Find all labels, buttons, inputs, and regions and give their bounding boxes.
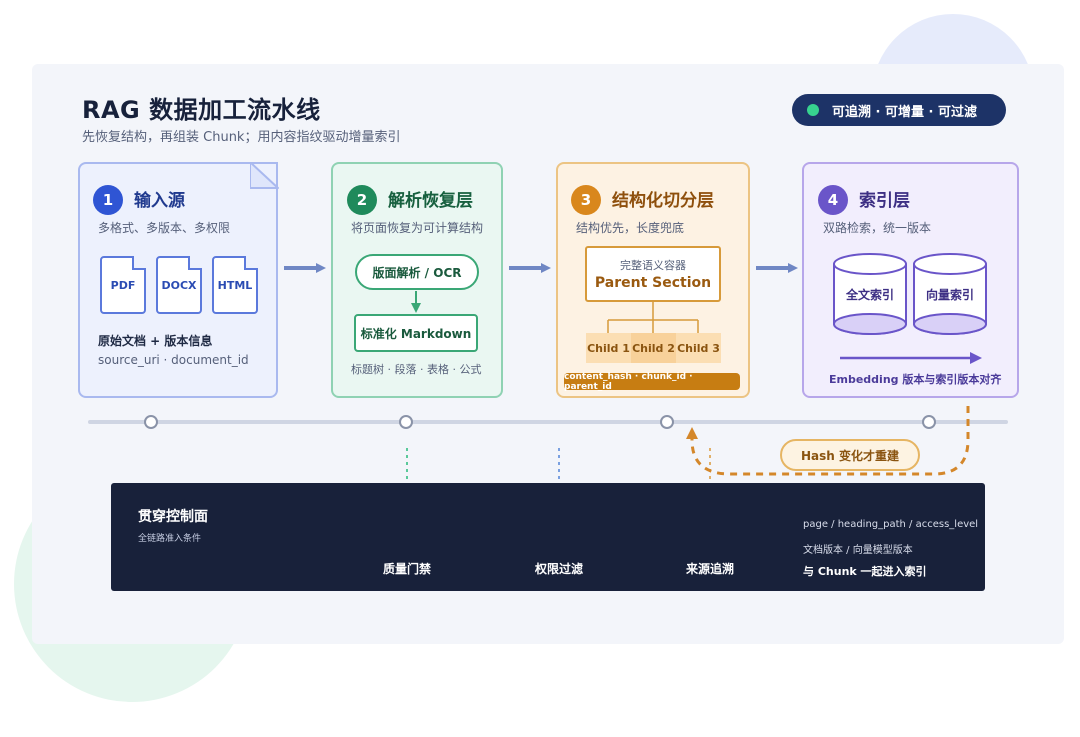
stage-3-number: 3 xyxy=(571,185,601,215)
stage-1-number: 1 xyxy=(93,185,123,215)
vector-index-label: 向量索引 xyxy=(926,288,975,302)
vector-index-cylinder-icon xyxy=(913,253,987,335)
docx-file-icon: DOCX xyxy=(156,256,202,314)
pdf-file-icon: PDF xyxy=(100,256,146,314)
feature-badge: 可追溯 · 可增量 · 可过滤 xyxy=(792,94,1006,126)
quality-gate-label: 质量门禁 xyxy=(382,562,431,576)
control-plane-panel xyxy=(111,483,985,591)
stage-3-desc: 结构优先，长度兜底 xyxy=(576,221,685,235)
stage-2-desc: 将页面恢复为可计算结构 xyxy=(351,221,484,235)
layout-ocr-step: 版面解析 / OCR xyxy=(355,254,479,290)
status-dot-icon xyxy=(807,104,819,116)
stage-4-title: 索引层 xyxy=(859,191,910,211)
control-note-1: page / heading_path / access_level xyxy=(803,519,979,530)
fulltext-index-cylinder-icon xyxy=(833,253,907,335)
timeline-node-2 xyxy=(399,415,413,429)
child-chunk-2: Child 2 xyxy=(631,333,676,363)
stage-1-title: 输入源 xyxy=(134,191,185,211)
source-trace-label: 来源追溯 xyxy=(685,562,734,576)
stage-1-desc: 多格式、多版本、多权限 xyxy=(98,221,231,235)
stage-1-meta-title: 原始文档 + 版本信息 xyxy=(98,334,213,348)
html-file-icon: HTML xyxy=(212,256,258,314)
control-plane-subtitle: 全链路准入条件 xyxy=(138,534,202,544)
stage-4-desc: 双路检索，统一版本 xyxy=(823,221,932,235)
page-subtitle: 先恢复结构，再组装 Chunk；用内容指纹驱动增量索引 xyxy=(82,130,401,145)
timeline-node-3 xyxy=(660,415,674,429)
stage-1-meta-fields: source_uri · document_id xyxy=(98,353,249,367)
stage-4-footer: Embedding 版本与索引版本对齐 xyxy=(829,373,1002,386)
hash-rebuild-note: Hash 变化才重建 xyxy=(780,439,920,471)
control-note-3: 与 Chunk 一起进入索引 xyxy=(803,565,927,578)
control-plane-title: 贯穿控制面 xyxy=(138,509,208,525)
fulltext-index-label: 全文索引 xyxy=(846,288,895,302)
parent-section-box: 完整语义容器 Parent Section xyxy=(585,246,721,302)
chunk-id-bar: content_hash · chunk_id · parent_id xyxy=(564,372,740,392)
parent-section-label: Parent Section xyxy=(594,275,712,291)
child-chunk-1: Child 1 xyxy=(586,333,631,363)
page-title: RAG 数据加工流水线 xyxy=(82,96,321,124)
page-fold-icon xyxy=(250,162,279,189)
markdown-step: 标准化 Markdown xyxy=(354,314,478,352)
stage-2-tags: 标题树 · 段落 · 表格 · 公式 xyxy=(351,363,482,376)
timeline-node-4 xyxy=(922,415,936,429)
parent-section-caption: 完整语义容器 xyxy=(620,259,686,272)
timeline-node-1 xyxy=(144,415,158,429)
child-chunk-3: Child 3 xyxy=(676,333,721,363)
feature-badge-label: 可追溯 · 可增量 · 可过滤 xyxy=(832,104,977,120)
stage-2-number: 2 xyxy=(347,185,377,215)
stage-4-number: 4 xyxy=(818,185,848,215)
permission-filter-label: 权限过滤 xyxy=(534,562,583,576)
stage-3-title: 结构化切分层 xyxy=(612,191,714,211)
stage-2-title: 解析恢复层 xyxy=(388,191,473,211)
control-note-2: 文档版本 / 向量模型版本 xyxy=(803,545,913,556)
